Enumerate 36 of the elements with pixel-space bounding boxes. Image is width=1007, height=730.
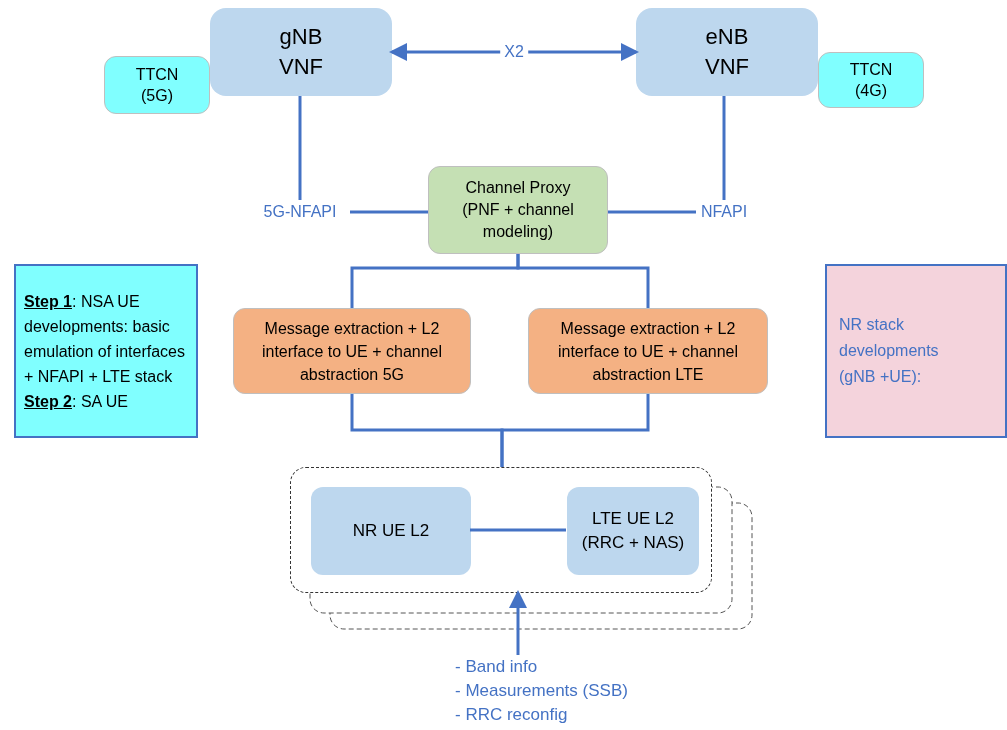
info-list-item: - Band info xyxy=(455,656,538,678)
process-box xyxy=(104,56,210,114)
connector-line xyxy=(470,528,566,532)
box-text: Step 1: NSA UE developments: basic emulation of interfaces + NFAPI + LTE stack xyxy=(24,291,186,387)
box-text: LTE UE L2 (RRC + NAS) xyxy=(580,508,686,554)
box-text: Message extraction + L2 interface to UE + channel abstraction LTE xyxy=(556,318,740,385)
dashed-frame xyxy=(290,467,712,593)
arrow xyxy=(509,590,527,655)
box-text: Message extraction + L2 interface to UE + channel abstraction 5G xyxy=(260,318,444,385)
box-text: Step 2: SA UE xyxy=(24,391,130,412)
process-box xyxy=(210,8,392,96)
connector-line xyxy=(516,254,650,308)
box-text: Channel Proxy (PNF + channel modeling) xyxy=(461,178,575,242)
connector-line xyxy=(500,394,650,467)
process-box xyxy=(311,487,471,575)
process-box xyxy=(567,487,699,575)
box-text: TTCN (5G) xyxy=(134,65,180,106)
box-text: NR UE L2 xyxy=(351,520,431,543)
process-box xyxy=(818,52,924,108)
process-box xyxy=(528,308,768,394)
note-box xyxy=(825,264,1007,438)
box-text: TTCN (4G) xyxy=(848,60,894,101)
arrow xyxy=(389,43,639,61)
connector-line xyxy=(722,96,726,200)
box-text: gNB VNF xyxy=(278,23,324,81)
connector-line xyxy=(350,210,428,214)
box-text: eNB VNF xyxy=(704,23,750,81)
process-box xyxy=(233,308,471,394)
connector-line xyxy=(298,96,302,200)
process-box xyxy=(428,166,608,254)
process-box xyxy=(636,8,818,96)
info-list-item: - Measurements (SSB) xyxy=(455,680,628,702)
note-box xyxy=(14,264,198,438)
box-text: NR stack developments (gNB +UE): xyxy=(839,315,940,387)
connector-line xyxy=(608,210,696,214)
info-list-item: - RRC reconfig xyxy=(455,704,568,726)
